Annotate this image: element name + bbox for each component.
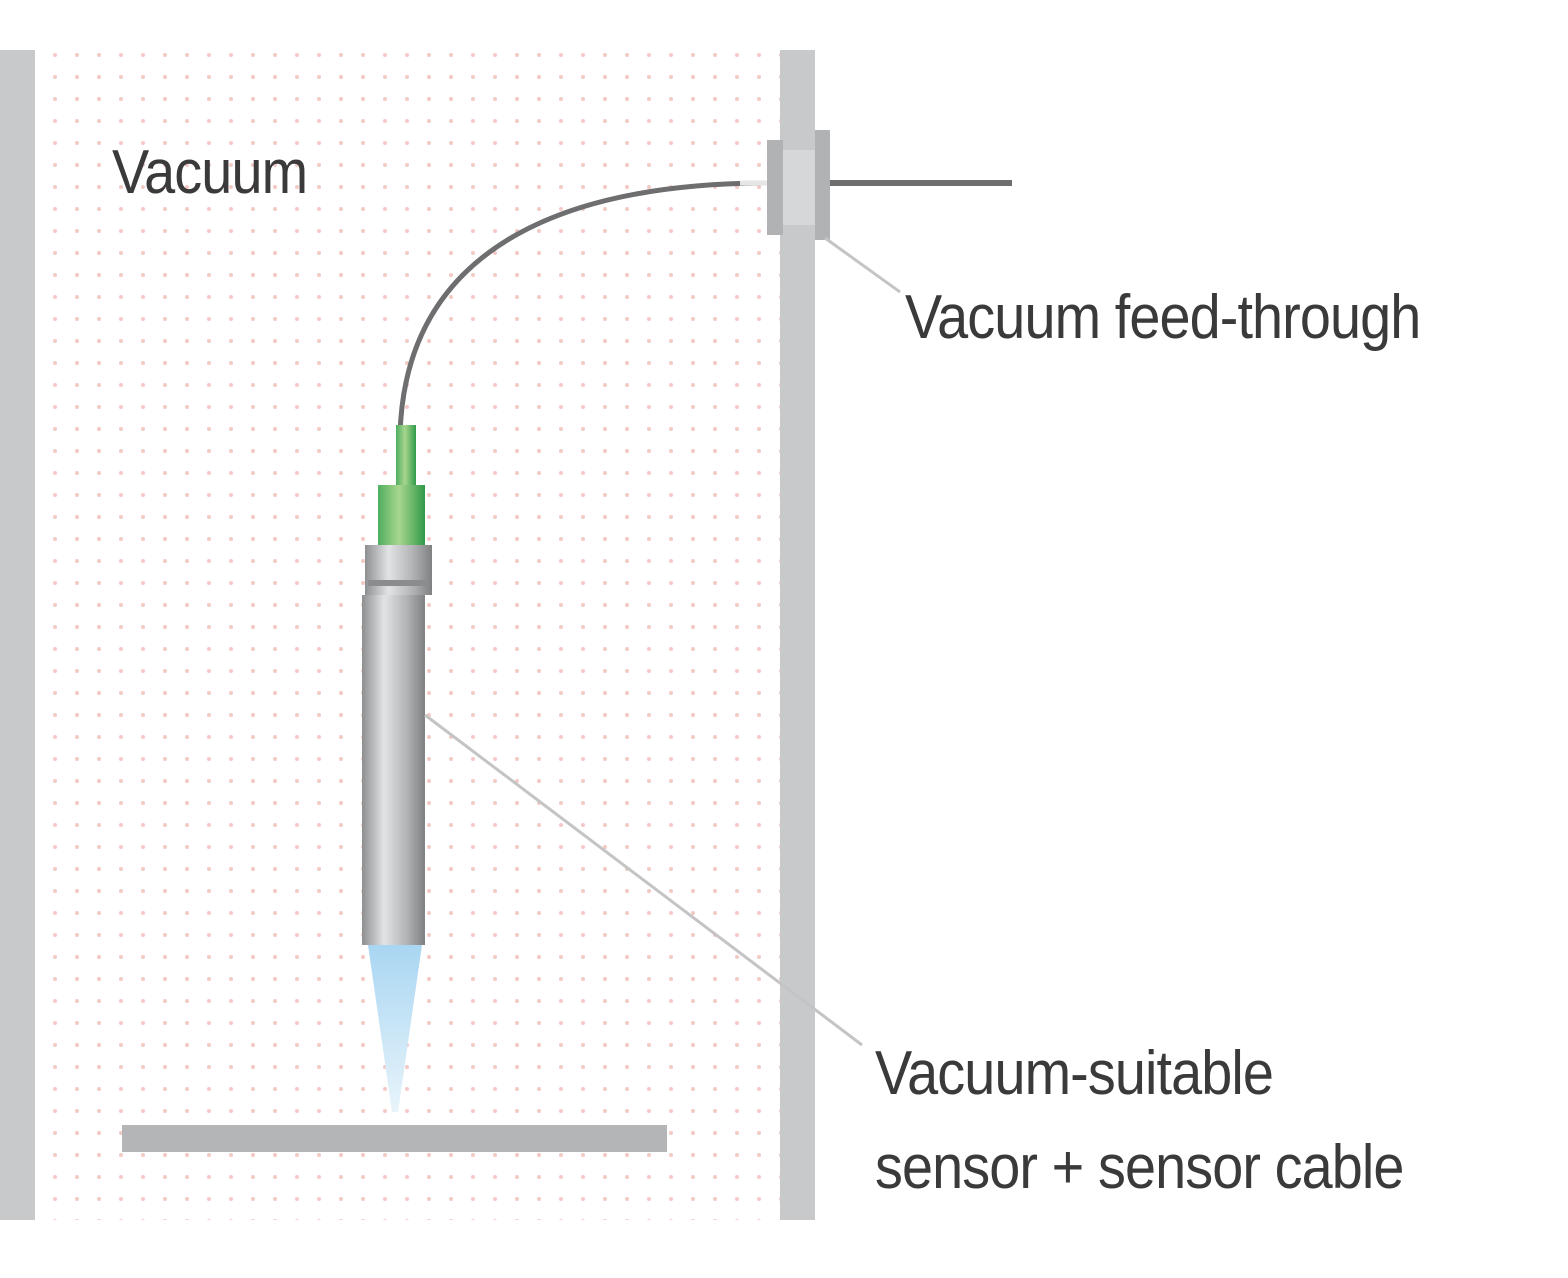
sensor (362, 425, 432, 1112)
measurement-beam (368, 945, 422, 1112)
sensor-cable (397, 180, 771, 436)
feedthrough-label: Vacuum feed-through (905, 283, 1421, 352)
right-chamber-wall (780, 50, 815, 1220)
sensor-leader-line (424, 713, 863, 1047)
vacuum-label: Vacuum (112, 138, 308, 207)
vacuum-feedthrough (767, 130, 830, 240)
sensor-label-line1: Vacuum-suitable (875, 1039, 1274, 1108)
target-plate (122, 1125, 667, 1152)
sensor-label-line2: sensor + sensor cable (875, 1133, 1404, 1202)
left-chamber-wall (0, 50, 35, 1220)
feedthrough-leader-line (824, 236, 901, 294)
